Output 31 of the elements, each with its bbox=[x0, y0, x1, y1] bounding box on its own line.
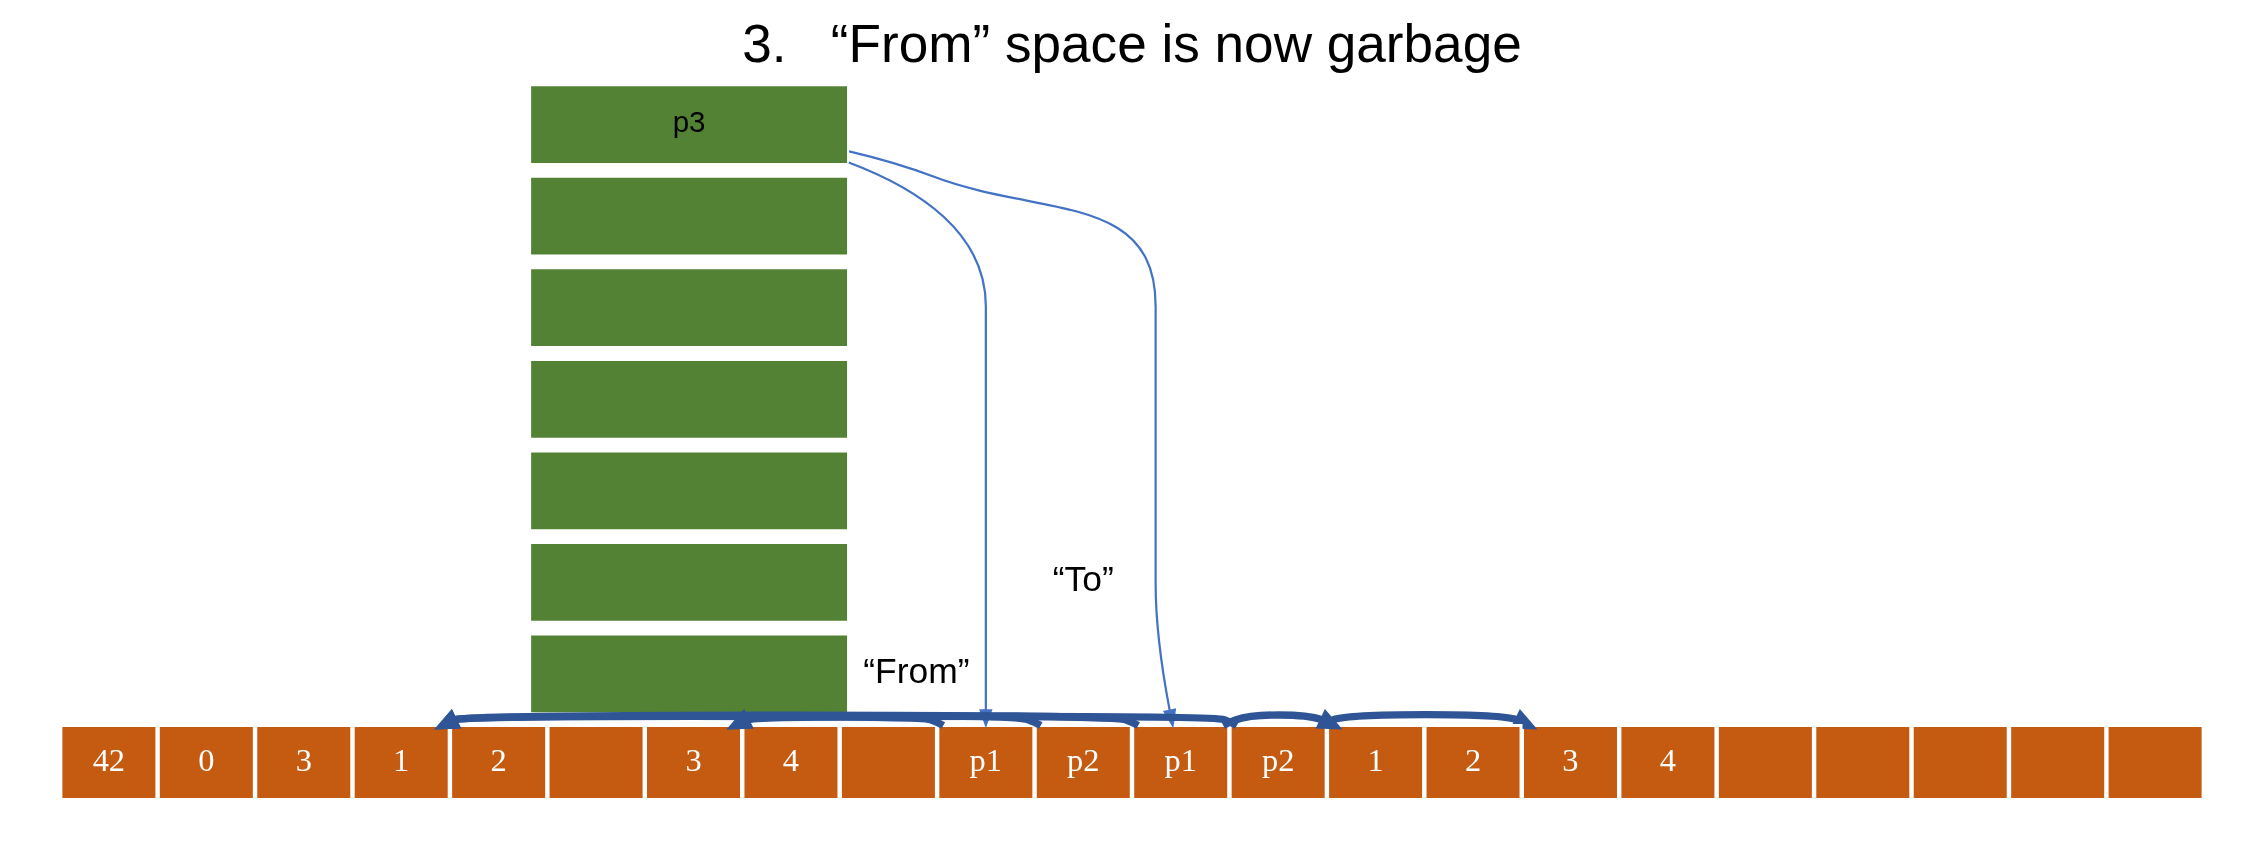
node-box bbox=[546, 724, 646, 801]
node-box: p3 bbox=[528, 83, 850, 166]
node-box: 3 bbox=[644, 724, 743, 801]
node-box: p2 bbox=[1228, 724, 1328, 801]
node-box: 42 bbox=[59, 724, 159, 801]
node-box: 3 bbox=[254, 724, 354, 801]
node-box: 4 bbox=[1618, 724, 1718, 801]
label: “To” bbox=[1052, 559, 1114, 600]
node-box: 1 bbox=[1326, 724, 1426, 801]
label: “From” bbox=[863, 651, 970, 692]
node-box bbox=[528, 174, 850, 258]
node-box: 2 bbox=[1423, 724, 1523, 801]
node-box: 0 bbox=[156, 724, 256, 801]
node-box: 4 bbox=[741, 724, 841, 801]
node-box bbox=[528, 449, 850, 533]
node-box bbox=[1715, 724, 1815, 801]
node-box bbox=[2008, 724, 2108, 801]
node-box: p1 bbox=[1131, 724, 1231, 801]
node-box: p1 bbox=[936, 724, 1036, 801]
diagram-title: 3. “From” space is now garbage bbox=[742, 14, 1522, 74]
node-box bbox=[1910, 724, 2010, 801]
node-box: p2 bbox=[1033, 724, 1133, 801]
node-box: 1 bbox=[351, 724, 451, 801]
node-box bbox=[528, 632, 850, 716]
node-box: 2 bbox=[449, 724, 549, 801]
node-box bbox=[838, 724, 938, 801]
node-box bbox=[2105, 724, 2205, 801]
node-box bbox=[528, 541, 850, 624]
node-box bbox=[1813, 724, 1913, 801]
arrow bbox=[434, 709, 945, 730]
node-box: 3 bbox=[1521, 724, 1620, 801]
